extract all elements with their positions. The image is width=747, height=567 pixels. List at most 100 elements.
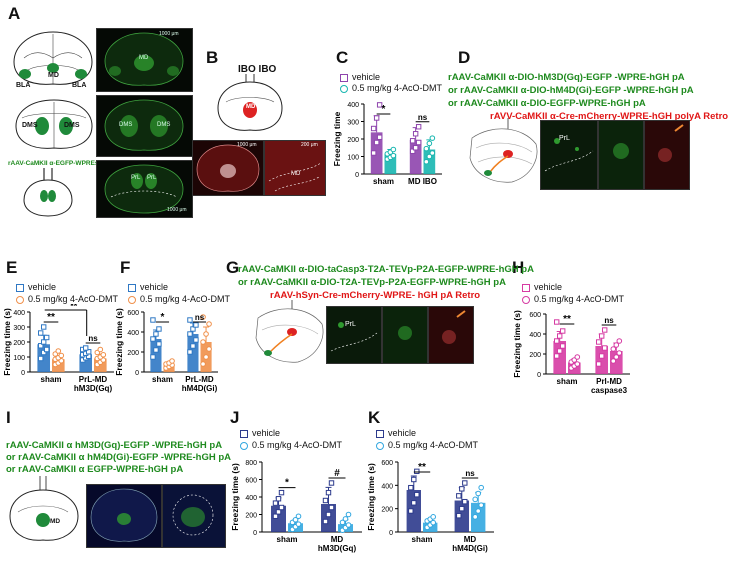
bar xyxy=(471,502,486,532)
data-point xyxy=(373,139,380,146)
legend-j-drug-marker xyxy=(240,441,248,450)
legend-j-vehicle-text: vehicle xyxy=(252,428,281,438)
micrograph-d-green xyxy=(598,120,644,190)
micrograph-prl-label-left: PrL xyxy=(131,175,141,181)
data-point xyxy=(478,502,484,508)
y-axis-label: Freezing time (s) xyxy=(2,308,12,376)
micrograph-i-zoom xyxy=(162,484,226,548)
legend-f-vehicle-marker xyxy=(128,283,136,292)
data-point xyxy=(322,497,329,504)
data-point xyxy=(325,511,332,518)
data-point xyxy=(38,355,44,362)
legend-f-drug-text: 0.5 mg/kg 4-AcO-DMT xyxy=(140,294,231,304)
legend-f-vehicle: vehicle xyxy=(128,282,168,292)
data-point xyxy=(203,354,209,360)
atlas-region-dms-left: DMS xyxy=(22,122,38,129)
data-point xyxy=(44,334,50,341)
panel-a-virus-label: rAAV-CaMKII α-EGFP-WPREs xyxy=(8,160,99,167)
data-point xyxy=(206,346,212,352)
data-point xyxy=(292,516,299,523)
micrograph-ibo-scale-1: 1000 μm xyxy=(237,142,257,148)
brain-atlas-ibo-injection xyxy=(217,74,283,131)
significance-label: * xyxy=(161,312,165,323)
data-point xyxy=(38,330,44,336)
x-category-label: hM3D(Gq) xyxy=(318,544,357,553)
data-point xyxy=(150,317,156,323)
x-category-label: sham xyxy=(41,375,62,384)
panel-g-virus-line-2: or rAAV-CaMKII α-DIO-T2A-TEVp-P2A-EGFP-W… xyxy=(238,277,506,288)
bar xyxy=(370,132,383,174)
data-point xyxy=(41,324,47,330)
panel-label-g: G xyxy=(226,258,240,277)
data-point xyxy=(456,512,462,519)
y-tick-label: 200 xyxy=(381,507,393,514)
data-point xyxy=(554,353,560,359)
data-point xyxy=(275,496,282,502)
data-point xyxy=(412,131,419,137)
legend-h-drug: 0.5 mg/kg 4-AcO-DMT xyxy=(522,294,624,304)
panel-label-d: D xyxy=(458,48,471,67)
data-point xyxy=(560,343,566,349)
data-point xyxy=(203,331,209,337)
significance-label: ** xyxy=(418,462,426,473)
x-category-label: hM4D(Gi) xyxy=(182,384,218,393)
data-point xyxy=(557,333,563,339)
legend-j-drug: 0.5 mg/kg 4-AcO-DMT xyxy=(240,440,342,450)
legend-c-drug-marker xyxy=(340,84,348,93)
data-point xyxy=(370,150,377,156)
data-point xyxy=(429,150,436,156)
data-point xyxy=(430,519,436,526)
data-point xyxy=(596,339,602,345)
data-point xyxy=(153,347,159,353)
panel-b-ibo-label: IBO IBO xyxy=(238,64,277,75)
data-point xyxy=(613,354,620,360)
data-point xyxy=(415,124,422,130)
legend-j-vehicle: vehicle xyxy=(240,428,280,438)
data-point xyxy=(610,358,617,364)
significance-label: ns xyxy=(88,334,98,343)
y-tick-label: 0 xyxy=(253,530,257,537)
data-point xyxy=(616,338,623,344)
data-point xyxy=(414,468,420,475)
legend-h-vehicle: vehicle xyxy=(522,282,562,292)
bar xyxy=(595,346,608,374)
y-tick-label: 0 xyxy=(21,370,25,377)
data-point xyxy=(295,513,302,520)
data-point xyxy=(616,350,623,356)
data-point xyxy=(200,339,206,345)
legend-k-vehicle-text: vehicle xyxy=(388,428,417,438)
data-point xyxy=(295,521,302,527)
legend-h-vehicle-text: vehicle xyxy=(534,282,563,292)
panel-label-j: J xyxy=(230,408,240,427)
data-point xyxy=(409,138,416,144)
micrograph-md-label: MD xyxy=(139,55,149,61)
y-tick-label: 600 xyxy=(127,310,139,317)
legend-h-vehicle-marker xyxy=(522,283,530,292)
legend-h-drug-marker xyxy=(522,295,530,304)
micrograph-d-prl-label: PrL xyxy=(559,135,570,142)
legend-c-drug-text: 0.5 mg/kg 4-AcO-DMT xyxy=(352,83,443,93)
data-point xyxy=(408,508,414,514)
bar xyxy=(321,504,336,532)
micrograph-md-scale: 1000 μm xyxy=(159,31,179,37)
bar xyxy=(409,139,422,174)
sagittal-atlas-d xyxy=(469,118,538,183)
y-axis-label: Freezing time (s) xyxy=(114,308,124,376)
y-tick-label: 0 xyxy=(537,372,541,379)
legend-f-vehicle-text: vehicle xyxy=(140,282,169,292)
data-point xyxy=(426,153,433,160)
data-point xyxy=(602,327,608,333)
panel-g-virus-line-1: rAAV-CaMKII α-DIO-taCasp3-T2A-TEVp-P2A-E… xyxy=(238,264,534,275)
brain-atlas-i xyxy=(9,476,79,541)
micrograph-ibo-scale-2: 200 μm xyxy=(301,142,318,148)
y-tick-label: 800 xyxy=(245,460,257,467)
data-point xyxy=(200,361,206,367)
legend-j-drug-text: 0.5 mg/kg 4-AcO-DMT xyxy=(252,440,343,450)
data-point xyxy=(472,496,478,503)
data-point xyxy=(345,511,352,518)
y-tick-label: 400 xyxy=(127,330,139,337)
data-point xyxy=(475,508,481,514)
